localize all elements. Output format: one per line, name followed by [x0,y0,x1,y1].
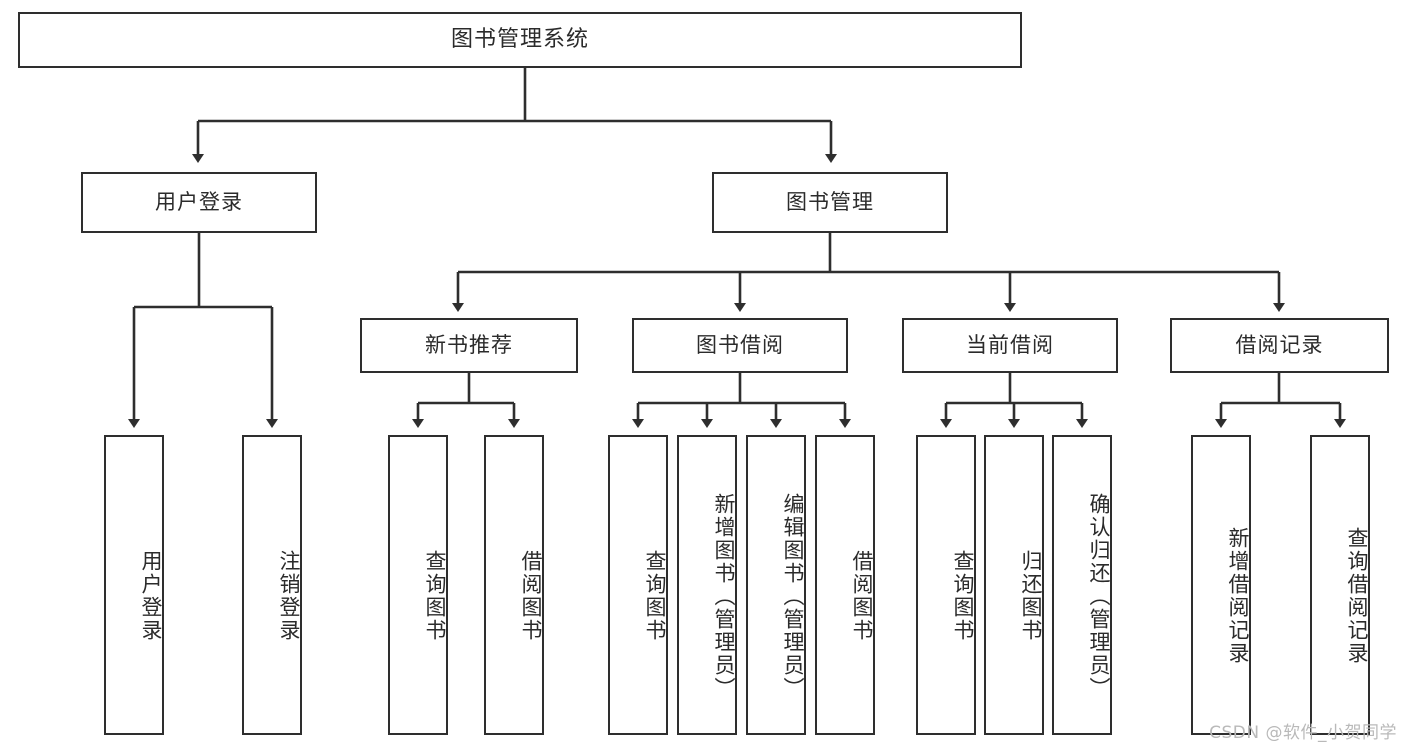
node-new-book-rec[interactable]: 新书推荐 [360,318,578,373]
node-leaf-query-book-1[interactable]: 查询图书 [388,435,448,735]
node-leaf-return-book-label: 归还图书 [1019,550,1043,642]
node-leaf-query-book-3[interactable]: 查询图书 [916,435,976,735]
node-book-borrow-label: 图书借阅 [696,332,784,357]
node-leaf-user-login[interactable]: 用户登录 [104,435,164,735]
node-leaf-logout[interactable]: 注销登录 [242,435,302,735]
node-leaf-borrow-book-1-label: 借阅图书 [519,550,543,642]
node-leaf-confirm-return[interactable]: 确认归还（管理员） [1052,435,1112,735]
node-borrow-record-label: 借阅记录 [1235,332,1324,357]
node-leaf-borrow-book-2-label: 借阅图书 [850,550,874,642]
node-book-manage[interactable]: 图书管理 [712,172,948,233]
node-leaf-user-login-label: 用户登录 [139,550,163,642]
node-leaf-add-record-label: 新增借阅记录 [1226,527,1250,665]
node-leaf-query-book-3-label: 查询图书 [951,550,975,642]
node-leaf-add-book-label: 新增图书（管理员） [712,492,736,700]
node-current-borrow[interactable]: 当前借阅 [902,318,1118,373]
node-leaf-logout-label: 注销登录 [277,550,301,642]
node-root-label: 图书管理系统 [450,26,589,52]
node-book-manage-label: 图书管理 [786,189,874,214]
node-leaf-query-record-label: 查询借阅记录 [1345,527,1369,665]
node-leaf-query-book-2-label: 查询图书 [643,550,667,642]
node-user-login[interactable]: 用户登录 [81,172,317,233]
node-new-book-rec-label: 新书推荐 [425,332,513,357]
csdn-watermark: CSDN @软件_小贺同学 [1209,723,1397,743]
node-leaf-borrow-book-2[interactable]: 借阅图书 [815,435,875,735]
node-leaf-query-book-1-label: 查询图书 [423,550,447,642]
node-leaf-edit-book[interactable]: 编辑图书（管理员） [746,435,806,735]
node-current-borrow-label: 当前借阅 [966,332,1054,357]
node-leaf-edit-book-label: 编辑图书（管理员） [781,492,805,700]
node-leaf-return-book[interactable]: 归还图书 [984,435,1044,735]
node-leaf-add-book[interactable]: 新增图书（管理员） [677,435,737,735]
node-root[interactable]: 图书管理系统 [18,12,1022,68]
node-leaf-add-record[interactable]: 新增借阅记录 [1191,435,1251,735]
node-book-borrow[interactable]: 图书借阅 [632,318,848,373]
node-leaf-borrow-book-1[interactable]: 借阅图书 [484,435,544,735]
node-user-login-label: 用户登录 [155,189,243,214]
node-leaf-query-book-2[interactable]: 查询图书 [608,435,668,735]
node-leaf-confirm-return-label: 确认归还（管理员） [1087,492,1111,700]
node-leaf-query-record[interactable]: 查询借阅记录 [1310,435,1370,735]
node-borrow-record[interactable]: 借阅记录 [1170,318,1389,373]
